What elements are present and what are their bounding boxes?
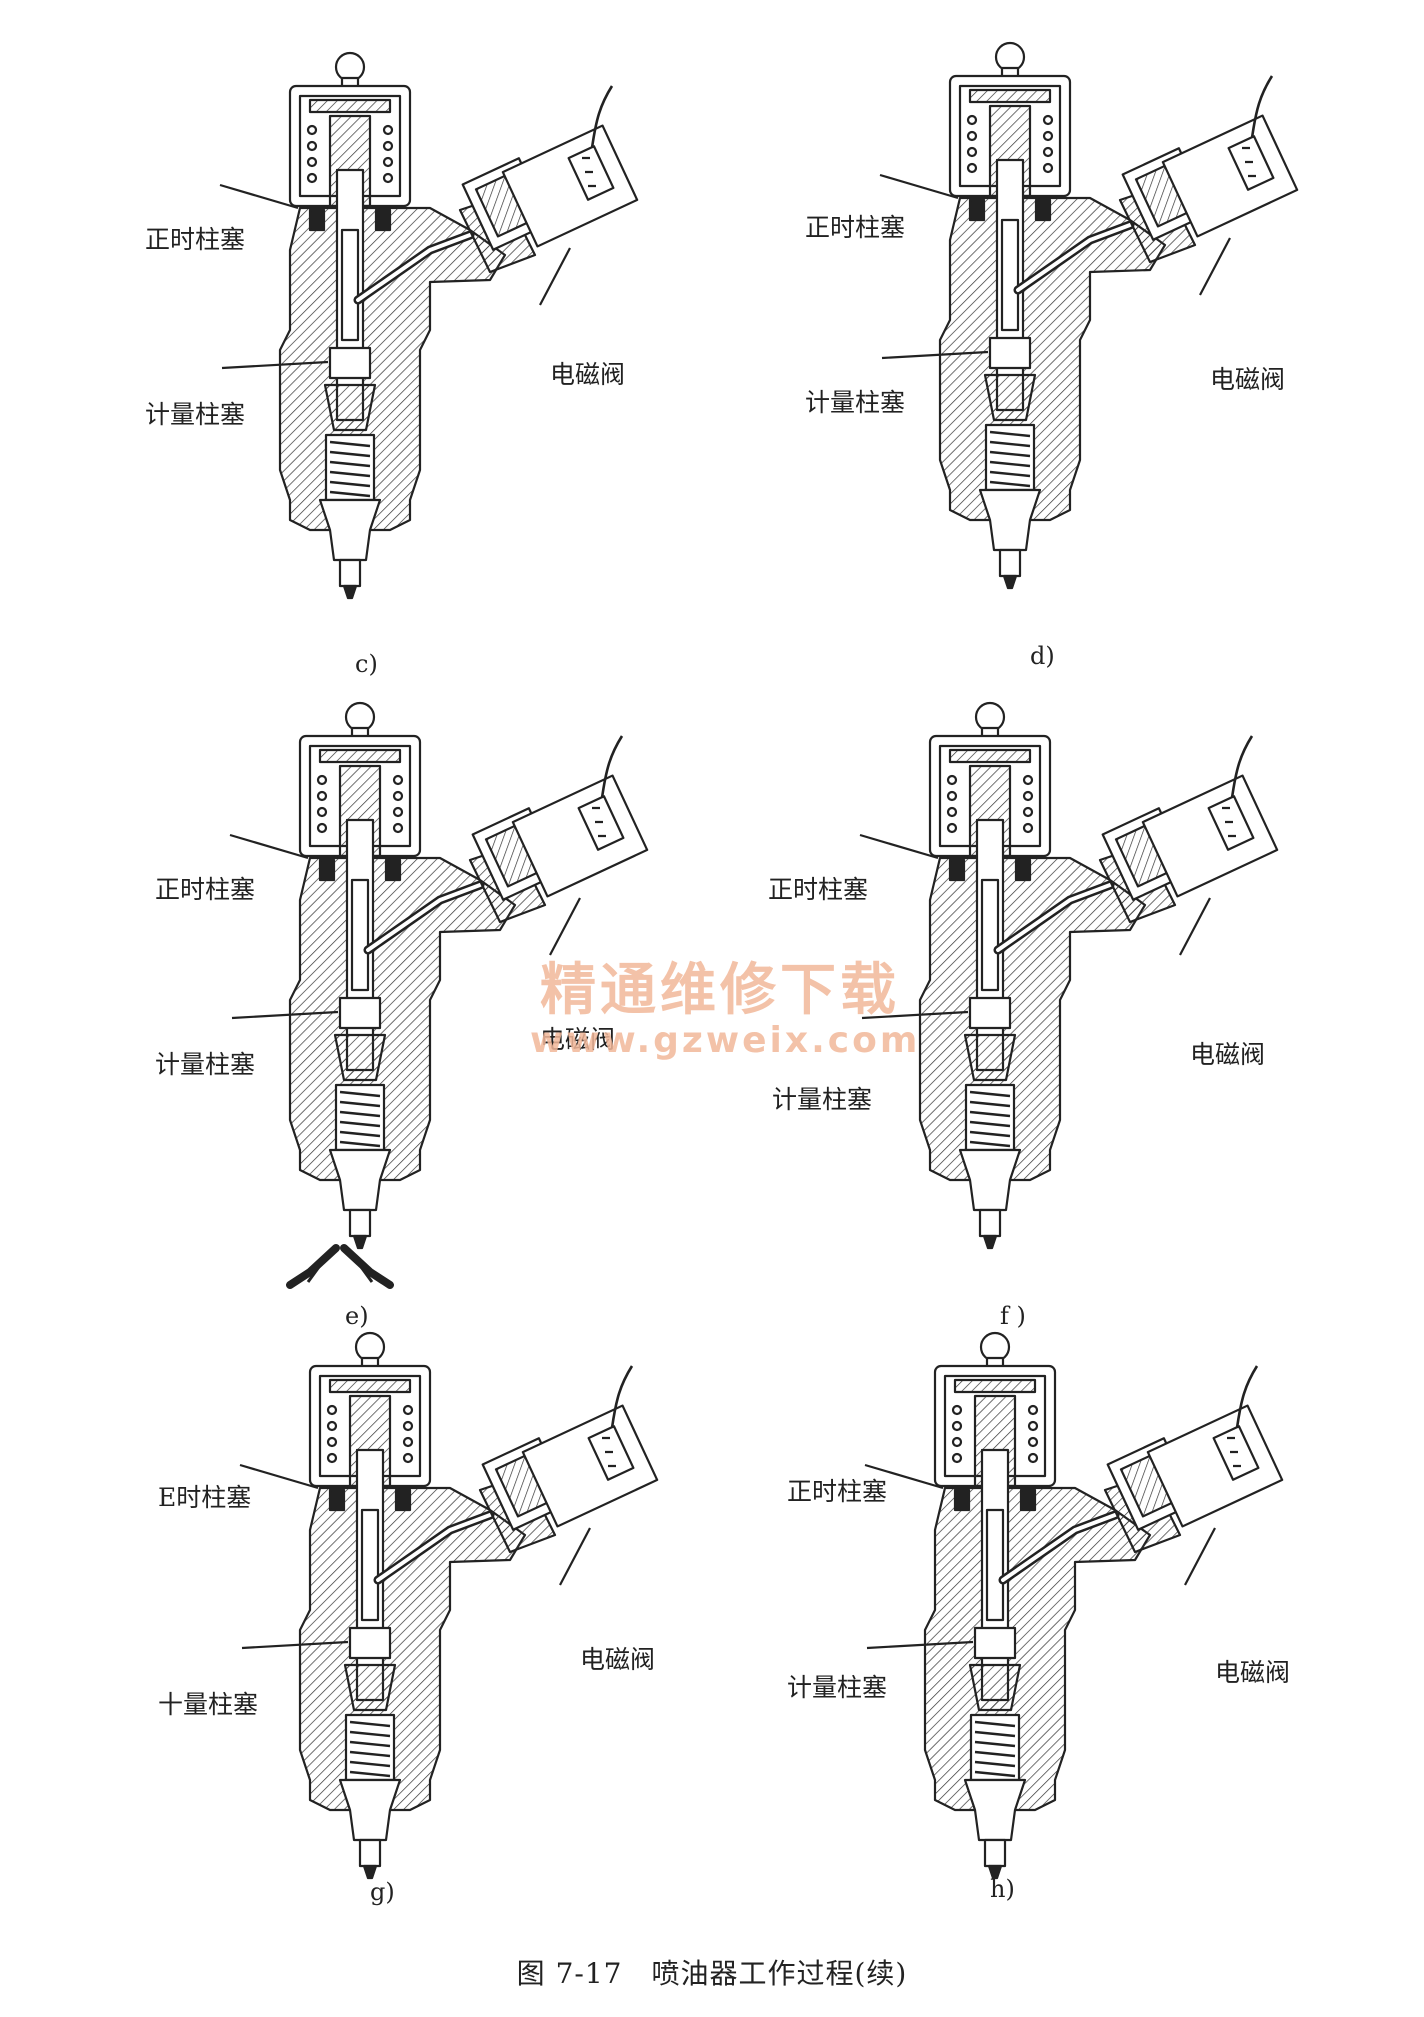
injector-panel-h: 正时柱塞 计量柱塞 电磁阀 h) [775, 1330, 1335, 1970]
solenoid-valve-label: 电磁阀 [540, 1025, 616, 1054]
injector-drawing [239, 1331, 659, 1880]
panel-sublabel: h) [990, 1875, 1015, 1903]
panel-sublabel: f ) [1000, 1302, 1026, 1330]
metering-plunger-label: 计量柱塞 [772, 1085, 873, 1114]
metering-plunger-label: 计量柱塞 [145, 400, 246, 429]
injector-drawing [859, 701, 1279, 1250]
injector-drawing [864, 1331, 1284, 1880]
injector-panel-c: 正时柱塞 计量柱塞 电磁阀 c) [130, 50, 690, 690]
injector-panel-e: 正时柱塞 计量柱塞 电磁阀 e) [140, 700, 700, 1340]
metering-plunger-label: 计量柱塞 [787, 1673, 888, 1702]
panel-sublabel: d) [1030, 642, 1055, 670]
panel-sublabel: g) [370, 1878, 395, 1906]
solenoid-valve-label: 电磁阀 [1210, 365, 1286, 394]
metering-plunger-label: 计量柱塞 [805, 388, 906, 417]
solenoid-valve-label: 电磁阀 [1215, 1658, 1291, 1687]
injector-drawing [879, 41, 1299, 590]
fuel-spray-icon [286, 1244, 394, 1289]
solenoid-valve-label: 电磁阀 [580, 1645, 656, 1674]
panel-sublabel: c) [355, 650, 378, 678]
injector-drawing [219, 51, 639, 600]
timing-plunger-label: E时柱塞 [158, 1483, 252, 1512]
solenoid-valve-label: 电磁阀 [1190, 1040, 1266, 1069]
timing-plunger-label: 正时柱塞 [155, 875, 256, 904]
injector-panel-f: 正时柱塞 计量柱塞 电磁阀 f ) [768, 700, 1330, 1340]
injector-drawing [229, 701, 649, 1250]
timing-plunger-label: 正时柱塞 [787, 1477, 888, 1506]
metering-plunger-label: 十量柱塞 [158, 1690, 259, 1719]
timing-plunger-label: 正时柱塞 [805, 213, 906, 242]
metering-plunger-label: 计量柱塞 [155, 1050, 256, 1079]
injector-panel-d: 正时柱塞 计量柱塞 电磁阀 d) [790, 40, 1350, 680]
injector-panel-g: E时柱塞 十量柱塞 电磁阀 g) [150, 1330, 710, 1970]
timing-plunger-label: 正时柱塞 [145, 225, 246, 254]
figure-caption: 图 7-17 喷油器工作过程(续) [516, 1957, 908, 1990]
panel-sublabel: e) [345, 1302, 369, 1330]
timing-plunger-label: 正时柱塞 [768, 875, 869, 904]
solenoid-valve-label: 电磁阀 [550, 360, 626, 389]
